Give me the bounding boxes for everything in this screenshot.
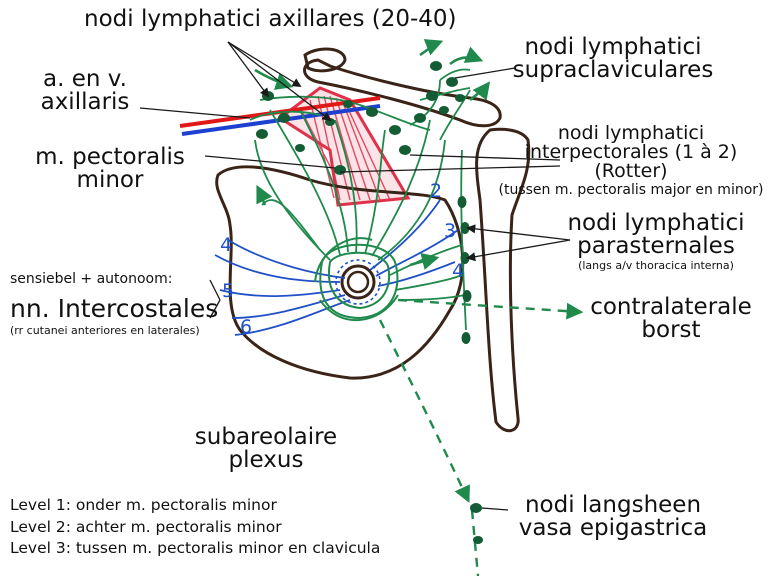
subareolar-line-1: subareolaire	[194, 424, 338, 450]
lymphatic-vessels	[249, 68, 471, 331]
label-subareolar-plexus: subareolaire plexus	[186, 426, 346, 472]
parasternal-line-1: nodi lymphatici	[567, 210, 745, 236]
level-2-text: Level 2: achter m. pectoralis minor	[10, 517, 282, 536]
leader-lines	[139, 41, 571, 511]
epigastric-line-1: nodi langsheen	[524, 492, 702, 518]
label-supraclavicular-nodes: nodi lymphatici supraclaviculares	[508, 36, 718, 82]
label-axillary-nodes: nodi lymphatici axillares (20-40)	[84, 6, 457, 32]
vessels-line-2: axillaris	[40, 89, 130, 115]
subareolar-line-2: plexus	[228, 447, 304, 473]
supraclavicular-line-2: supraclaviculares	[512, 57, 714, 83]
pectoralis-line-1: m. pectoralis	[35, 144, 185, 170]
vessels-line-1: a. en v.	[43, 66, 127, 92]
contralateral-line-1: contralaterale	[590, 294, 752, 320]
label-parasternal-nodes: nodi lymphatici parasternales (langs a/v…	[556, 210, 756, 272]
parasternal-line-2: parasternales	[577, 233, 735, 259]
label-axillary-vessels: a. en v. axillaris	[30, 68, 140, 114]
level-legend: Level 1: onder m. pectoralis minor Level…	[10, 496, 381, 557]
nerve-number-2: 2	[430, 180, 443, 202]
interpectoral-line-1: nodi lymphatici	[557, 122, 705, 144]
label-cutaneous-branches: (rr cutanei anteriores en laterales)	[10, 324, 200, 337]
epigastric-line-2: vasa epigastrica	[518, 515, 708, 541]
intercostal-nerves	[214, 199, 459, 336]
drainage-arrows	[254, 39, 491, 270]
nerve-number-3: 3	[444, 220, 457, 242]
breast-outline	[215, 165, 465, 380]
nerve-number-4-right: 4	[452, 260, 465, 282]
interpectoral-line-4: (tussen m. pectoralis major en minor)	[498, 182, 764, 198]
pectoralis-line-2: minor	[76, 167, 144, 193]
contralateral-line-2: borst	[641, 317, 701, 343]
supraclavicular-line-1: nodi lymphatici	[524, 34, 702, 60]
interpectoral-line-3: (Rotter)	[594, 160, 668, 182]
subareolar-plexus-vessels	[314, 237, 399, 322]
nerve-number-5: 5	[222, 280, 235, 302]
level-3-text: Level 3: tussen m. pectoralis minor en c…	[10, 539, 381, 557]
parasternal-line-3: (langs a/v thoracica interna)	[578, 259, 734, 272]
clavicle-outline	[303, 58, 502, 128]
label-epigastric-nodes: nodi langsheen vasa epigastrica	[508, 494, 718, 540]
label-interpectoral-nodes: nodi lymphatici interpectorales (1 à 2) …	[496, 122, 766, 198]
nerve-number-4-left: 4	[220, 234, 233, 256]
label-pectoralis-minor: m. pectoralis minor	[20, 146, 200, 192]
label-intercostal-nerves: nn. Intercostales	[10, 294, 219, 323]
sternum-outline	[475, 127, 531, 433]
level-1-text: Level 1: onder m. pectoralis minor	[10, 496, 277, 514]
nerve-number-6: 6	[240, 316, 253, 338]
label-sensory-autonomic: sensiebel + autonoom:	[10, 271, 173, 287]
clavicle-head	[303, 47, 347, 73]
label-contralateral-breast: contralaterale borst	[586, 296, 756, 342]
interpectoral-line-2: interpectorales (1 à 2)	[524, 141, 738, 163]
